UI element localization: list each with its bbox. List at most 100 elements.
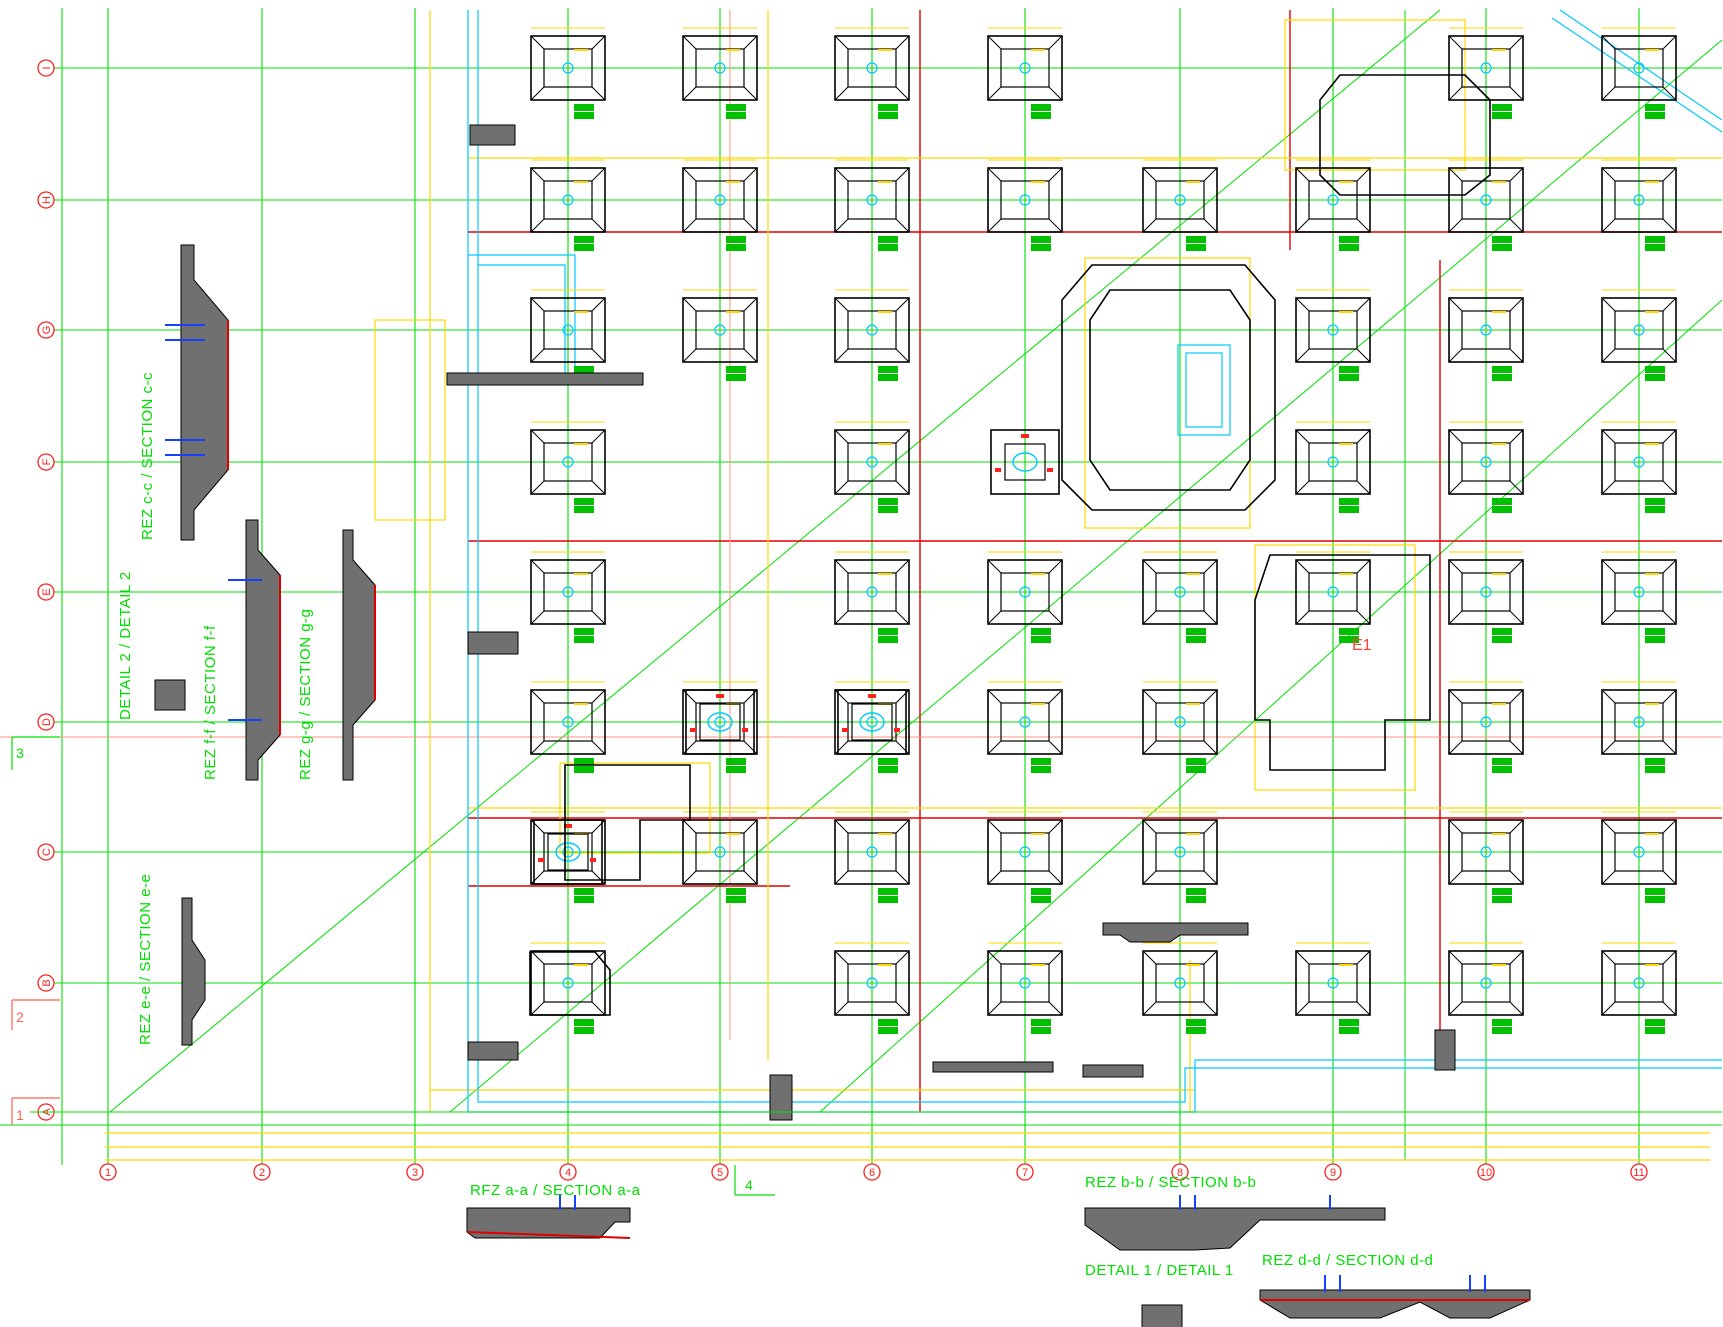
footing-tag — [1492, 888, 1512, 895]
footing — [1295, 942, 1371, 1034]
footing-slope-line — [1048, 870, 1063, 885]
footing-outline — [1295, 167, 1371, 233]
footing-slope-line — [834, 297, 849, 312]
footing-inner — [1461, 572, 1511, 612]
footing-tag — [1645, 628, 1665, 635]
axis-bubble-label: 10 — [1480, 1167, 1492, 1179]
footing-detailed — [533, 819, 603, 885]
footing-slope-line — [987, 740, 1002, 755]
footing-slope-line — [1142, 167, 1157, 182]
footing-slope-line — [987, 35, 1002, 50]
footing-slope-line — [591, 429, 606, 444]
duct-run — [477, 10, 1722, 1103]
footing-tag — [1645, 498, 1665, 505]
column-centre-mark — [859, 712, 885, 732]
footing-slope-line — [834, 348, 849, 363]
footing-inner — [695, 48, 745, 88]
column-centre-mark — [562, 977, 574, 989]
footing-outline — [1448, 297, 1524, 363]
footing-inner — [847, 702, 897, 742]
footing-inner — [847, 572, 897, 612]
rebar-marker — [868, 694, 876, 698]
special-pad-foundations — [529, 74, 1491, 1016]
footing-tag — [574, 636, 594, 643]
footing — [987, 551, 1063, 643]
footing — [1448, 681, 1524, 773]
footing-slope-line — [987, 1001, 1002, 1016]
rebar-marker — [1047, 468, 1053, 472]
footing-slope-line — [895, 429, 910, 444]
rebar-marker — [690, 728, 696, 732]
footing-tag — [1645, 896, 1665, 903]
footing-slope-line — [1448, 740, 1463, 755]
footing-slope-line — [1662, 740, 1677, 755]
footing-tag — [1492, 244, 1512, 251]
footing-tag — [1645, 766, 1665, 773]
horizontal-grid-lines — [50, 67, 1722, 1113]
footing-inner — [699, 703, 741, 741]
footing-slope-line — [530, 348, 545, 363]
column-centre-mark — [1480, 846, 1492, 858]
footing-slope-line — [530, 740, 545, 755]
footing — [834, 27, 910, 119]
footing-tag — [1031, 896, 1051, 903]
axis-bubble-label: 9 — [1330, 1167, 1336, 1179]
footing-slope-line — [1142, 819, 1157, 834]
footing-slope-line — [1601, 740, 1616, 755]
footing — [1142, 811, 1218, 903]
footing-slope-line — [1448, 297, 1463, 312]
footing-slope-line — [1601, 559, 1616, 574]
footing — [987, 942, 1063, 1034]
footing-slope-line — [834, 819, 849, 834]
section-profile — [1434, 1029, 1456, 1071]
footing-tag — [574, 896, 594, 903]
footing-tag — [1492, 766, 1512, 773]
footing-slope-line — [1048, 689, 1063, 704]
footing — [1448, 942, 1524, 1034]
footing-slope-line — [1295, 297, 1310, 312]
footing-slope-line — [1048, 1001, 1063, 1016]
footing-slope-line — [1601, 1001, 1616, 1016]
column-centre-mark — [1633, 324, 1645, 336]
footing-slope-line — [591, 819, 606, 834]
column-centre-mark — [1480, 456, 1492, 468]
column-centre-mark — [1633, 62, 1645, 74]
footing-slope-line — [530, 167, 545, 182]
footing-inner — [695, 180, 745, 220]
axis-bubble-circle — [37, 974, 55, 992]
footing-slope-line — [1048, 950, 1063, 965]
column-centre-mark — [866, 977, 878, 989]
footing-tag — [1031, 628, 1051, 635]
rebar-marker — [742, 728, 748, 732]
footing-slope-line — [1203, 1001, 1218, 1016]
cut-marker-label: 1 — [16, 1107, 24, 1123]
footing-slope-line — [1295, 348, 1310, 363]
axis-bubble-label: F — [41, 458, 53, 465]
footing-slope-line — [895, 819, 910, 834]
axis-bubble-left: F — [37, 453, 55, 471]
footing-slope-line — [895, 950, 910, 965]
footing-slope-line — [1601, 35, 1616, 50]
footing — [1601, 551, 1677, 643]
footing — [834, 811, 910, 903]
footing-tag — [1339, 366, 1359, 373]
footing-inner — [847, 180, 897, 220]
detail-title-1: DETAIL 1 / DETAIL 1 — [1085, 1262, 1234, 1279]
footing-outline — [1601, 950, 1677, 1016]
rebar-marker — [842, 728, 848, 732]
footing-slope-line — [591, 348, 606, 363]
column-centre-mark — [555, 842, 581, 862]
axis-bubble-bottom: 11 — [1630, 1163, 1648, 1181]
footing-inner — [1308, 442, 1358, 482]
footing-tag — [1339, 236, 1359, 243]
footing-inner — [847, 310, 897, 350]
footing-inner — [1155, 180, 1205, 220]
detail-block — [1141, 1304, 1183, 1327]
footing-outline — [533, 819, 603, 885]
footing-tag — [1186, 888, 1206, 895]
axis-bubble-circle — [37, 321, 55, 339]
section-profile — [181, 897, 206, 1046]
axis-bubble-circle — [99, 1163, 117, 1181]
axis-bubble-circle — [37, 59, 55, 77]
footing-slope-line — [1203, 819, 1218, 834]
